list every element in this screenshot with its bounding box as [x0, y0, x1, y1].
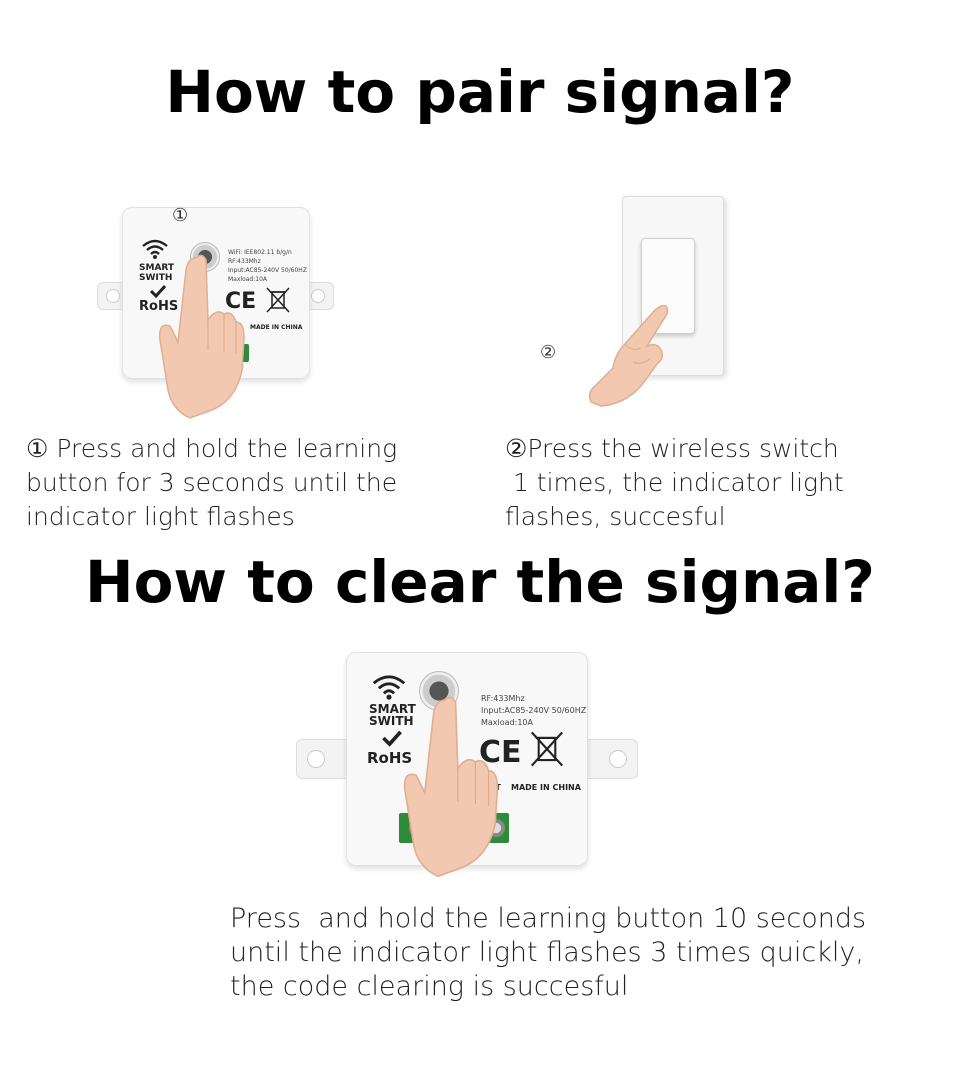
wifi-icon — [372, 675, 406, 700]
step1-marker: ① — [172, 205, 189, 226]
step1-caption: ① Press and hold the learning button for… — [26, 434, 398, 531]
rohs-mark: RoHS — [367, 749, 413, 767]
made-in-label: MADE IN CHINA — [250, 324, 303, 331]
weee-bin-icon — [531, 731, 563, 767]
hand-icon — [158, 254, 245, 419]
device-brand: SMART SWITH — [139, 263, 175, 283]
device-specs: WiFi: IEE802.11 b/g/n RF:433Mhz Input:AC… — [228, 249, 307, 283]
step2-caption: ②Press the wireless switch 1 times, the … — [505, 434, 844, 531]
mount-ear-right — [298, 282, 334, 310]
hand-icon — [403, 696, 499, 878]
wifi-icon — [142, 239, 168, 259]
checkmark-icon — [382, 730, 402, 747]
step2-marker: ② — [540, 342, 557, 363]
rohs-mark: RoHS — [139, 299, 179, 314]
ce-mark: CE — [225, 289, 257, 314]
device-brand: SMART SWITH — [369, 702, 416, 728]
weee-bin-icon — [266, 287, 290, 313]
clear-caption: Press and hold the learning button 10 se… — [230, 903, 867, 1002]
hand-icon — [588, 304, 669, 407]
clear-heading: How to clear the signal? — [85, 548, 875, 616]
pair-heading: How to pair signal? — [165, 58, 795, 126]
device-specs: RF:433Mhz Input:AC85-240V 50/60HZ Maxloa… — [481, 694, 587, 727]
made-in-label: MADE IN CHINA — [511, 783, 581, 792]
mount-ear-right — [580, 739, 638, 779]
checkmark-icon — [149, 284, 167, 298]
